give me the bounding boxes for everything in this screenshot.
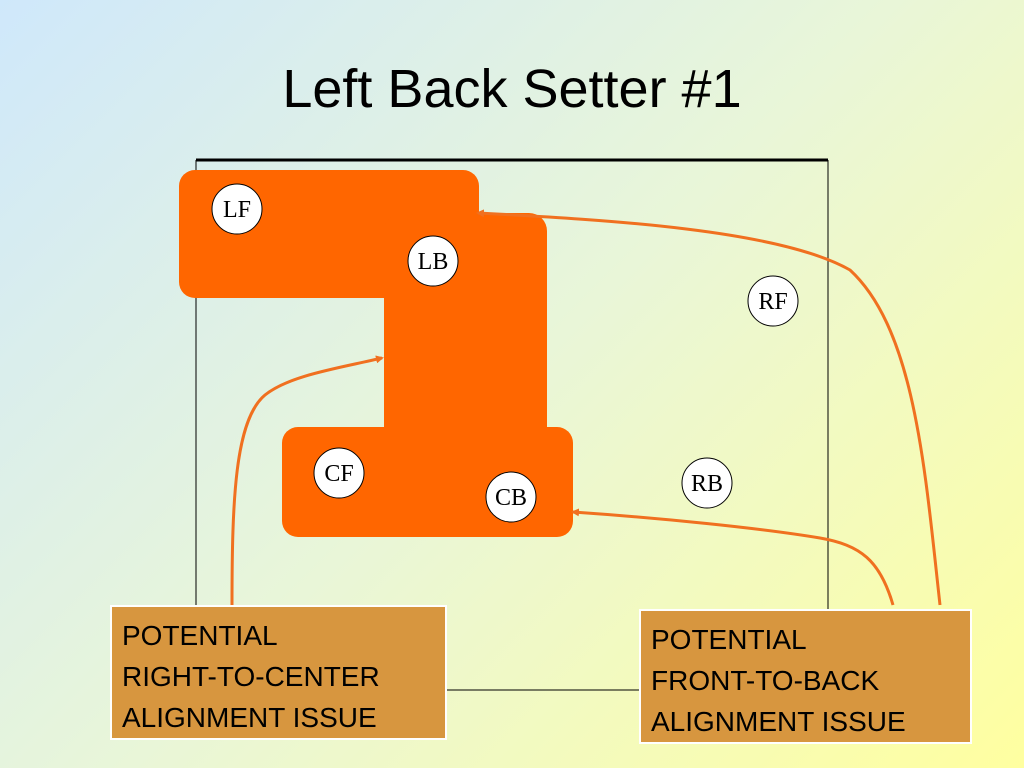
player-rb: RB [681,457,733,509]
callout-right-line-3: ALIGNMENT ISSUE [651,706,906,737]
player-lf-label: LF [223,197,251,223]
player-cf: CF [313,447,365,499]
player-lb-circle [407,235,459,287]
callout-left-line-2: RIGHT-TO-CENTER [122,661,380,692]
callout-right-line-1: POTENTIAL [651,624,807,655]
player-rf-label: RF [758,289,787,315]
slide-title: Left Back Setter #1 [282,59,742,119]
arrow-right-to-center [230,355,384,606]
player-rb-circle [681,457,733,509]
player-lb: LB [407,235,459,287]
player-lb-label: LB [418,249,449,275]
callout-left-line-3: ALIGNMENT ISSUE [122,702,377,733]
callout-right-line-2: FRONT-TO-BACK [651,665,880,696]
player-lf-circle [211,183,263,235]
arrow-front-to-back-to-lf [476,209,942,606]
player-lf: LF [211,183,263,235]
player-cb: CB [485,471,537,523]
player-cb-circle [485,471,537,523]
callout-right-to-center: POTENTIAL RIGHT-TO-CENTER ALIGNMENT ISSU… [110,605,447,740]
callout-left-line-1: POTENTIAL [122,620,278,651]
player-cb-label: CB [495,485,527,511]
player-rf: RF [747,275,799,327]
player-rb-label: RB [691,471,723,497]
callout-front-to-back: POTENTIAL FRONT-TO-BACK ALIGNMENT ISSUE [639,609,972,744]
player-rf-circle [747,275,799,327]
player-cf-label: CF [324,461,353,487]
arrow-front-to-back-to-cb [571,508,895,606]
player-cf-circle [313,447,365,499]
